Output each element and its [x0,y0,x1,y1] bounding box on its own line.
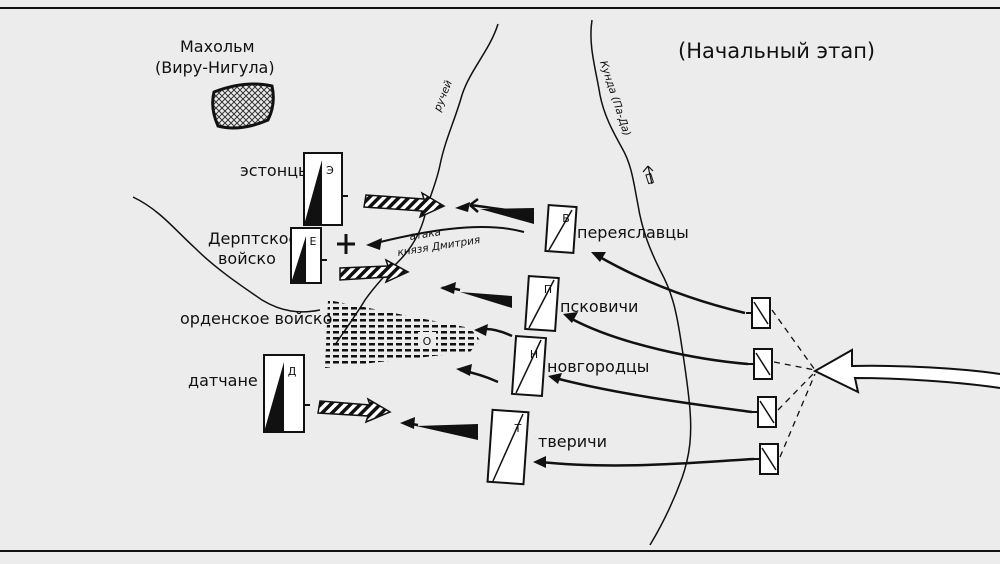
castle-icon [211,82,275,130]
unit-tver-diagonal [492,413,524,482]
attack-note-line1: атака [409,226,442,243]
unit-pereyaslavl: В переяславцы [544,204,689,254]
counter-arrow-pereyaslavl [455,198,535,224]
counter-arrow-tver [400,417,478,440]
deployment-dashed-lines [771,309,816,458]
unit-danes: датчане Д [188,354,310,433]
movement-arrow-novgorod [554,376,753,414]
river-label: Кунда (Па-Да) [597,59,633,137]
place-mahholm-alt: (Виру-Нигула) [155,58,275,77]
movement-arrow-pereyaslavl [597,254,746,315]
unit-dorpat: Дерптское войско Е [208,227,327,284]
river-marker [645,172,655,185]
place-mahholm-name: Махольм [180,37,255,56]
unit-dorpat-letter: Е [310,235,317,248]
unit-estonians-label: эстонцы [240,161,311,180]
fallen-commander-icon [337,234,355,254]
unit-pereyaslavl-diagonal [548,209,573,251]
attack-arrow-dmitry [366,226,525,250]
main-approach-arrow [812,348,1000,394]
unit-pereyaslavl-letter: В [562,212,570,225]
unit-order-letter: О [423,335,432,348]
unit-order-formation [325,300,480,368]
unit-pereyaslavl-label: переяславцы [577,223,689,242]
unit-dorpat-wedge [291,236,306,283]
unit-estonians: эстонцы Э [240,152,348,226]
advance-arrow-danes [317,397,392,424]
reserve-unit-3 [752,396,777,428]
reserve-unit-2 [748,348,773,380]
shore-line [132,196,321,313]
river-flow-arrow [642,165,654,185]
unit-pskov-label: псковичи [560,297,638,316]
advance-arrow-estonians [363,191,446,219]
movement-arrow-tver [539,457,755,467]
unit-tver-letter: Т [514,422,522,435]
unit-danes-label: датчане [188,371,258,390]
advance-arrow-dorpat [339,258,410,284]
unit-pskov-diagonal [528,279,555,329]
movement-arrow-pskov [569,316,749,366]
unit-novgorod-letter: Н [530,348,538,361]
unit-estonians-wedge [304,160,322,225]
unit-novgorod-diagonal [515,339,542,394]
unit-novgorod: Н новгородцы [510,334,649,398]
reserve-unit-1 [746,297,771,329]
unit-danes-letter: Д [288,365,297,378]
unit-pskov: П псковичи [524,274,638,333]
unit-estonians-letter: Э [326,164,334,177]
counter-arrow-novgorod-lower [456,364,499,384]
map-title: (Начальный этап) [678,39,875,63]
unit-order-letter-bg [418,332,436,348]
creek-line [334,23,499,346]
unit-danes-wedge [264,362,284,432]
unit-dorpat-label-line2: войско [218,249,276,268]
unit-order-label: орденское войско [180,309,332,328]
movement-arrowheads [533,252,606,468]
movement-arrows [539,254,755,467]
unit-tver: Т тверичи [486,408,607,486]
counter-arrow-novgorod-upper [474,324,513,338]
counter-arrow-pskov [440,282,512,308]
creek-label: ручей [431,78,455,114]
unit-dorpat-label-line1: Дерптское [208,229,298,248]
unit-tver-label: тверичи [538,432,607,451]
reserve-unit-4 [754,443,779,475]
river-line [590,19,692,546]
unit-novgorod-label: новгородцы [547,357,649,376]
unit-order: орденское войско О [180,300,480,368]
unit-pskov-letter: П [544,283,552,296]
